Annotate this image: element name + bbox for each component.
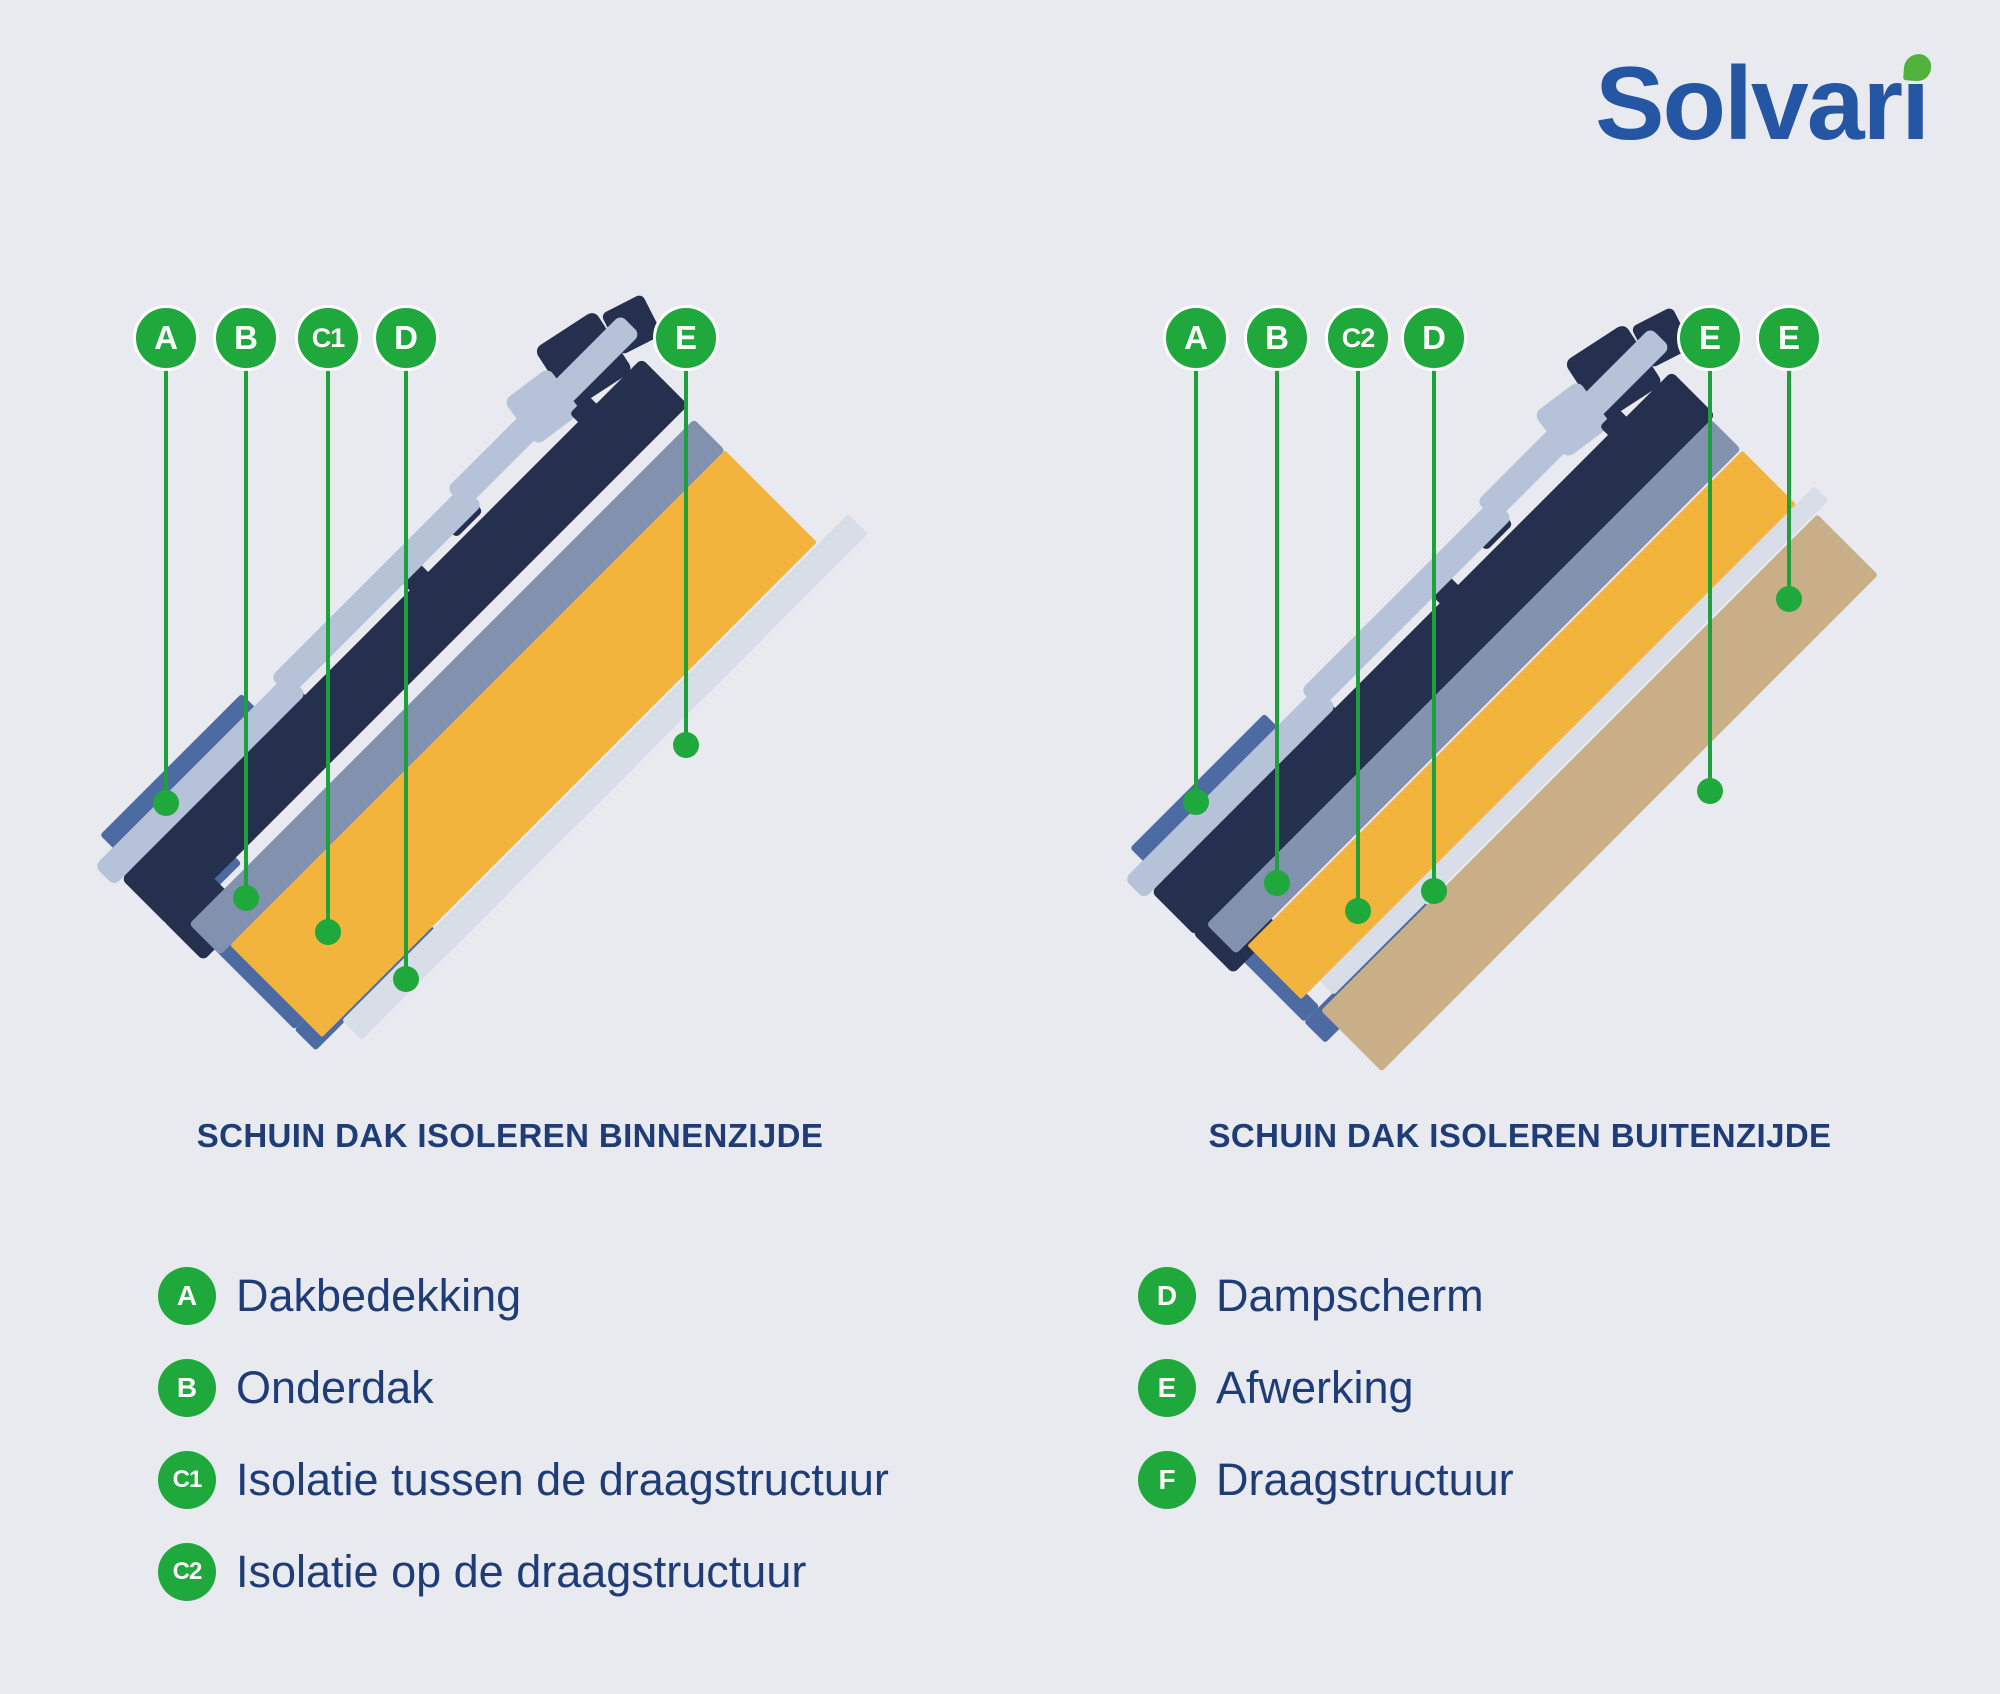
legend-item-b: B Onderdak [158,1359,434,1417]
marker-badge-a: A [133,305,199,371]
leader-line [1787,365,1791,599]
legend-badge-a: A [158,1267,216,1325]
legend-label-c1: Isolatie tussen de draagstructuur [236,1454,889,1505]
legend-badge-f: F [1138,1451,1196,1509]
leader-line [1432,365,1436,891]
leader-line [1708,365,1712,791]
marker-badge-b: B [1244,305,1310,371]
legend-badge-c1: C1 [158,1451,216,1509]
legend-item-c1: C1 Isolatie tussen de draagstructuur [158,1451,889,1509]
logo-text: Solvar [1595,46,1903,162]
marker-dot [315,919,341,945]
solvari-logo: Solvarı [1595,52,1932,156]
marker-badge-e: E [1677,305,1743,371]
marker-badge-d: D [373,305,439,371]
marker-dot [1264,870,1290,896]
marker-badge-c1: C1 [295,305,361,371]
marker-badge-c2: C2 [1325,305,1391,371]
legend-badge-e: E [1138,1359,1196,1417]
marker-dot [673,732,699,758]
marker-badge-d: D [1401,305,1467,371]
marker-dot [393,966,419,992]
marker-dot [1345,898,1371,924]
legend-label-e: Afwerking [1216,1362,1414,1413]
leader-line [1356,365,1360,911]
legend-label-c2: Isolatie op de draagstructuur [236,1546,807,1597]
leader-line [244,365,248,898]
marker-badge-e: E [1756,305,1822,371]
leader-line [164,365,168,803]
marker-dot [1697,778,1723,804]
marker-dot [233,885,259,911]
legend-label-d: Dampscherm [1216,1270,1484,1321]
leader-line [1194,365,1198,802]
legend-badge-b: B [158,1359,216,1417]
legend-item-c2: C2 Isolatie op de draagstructuur [158,1543,806,1601]
legend-badge-c2: C2 [158,1543,216,1601]
leader-line [1275,365,1279,883]
legend-label-b: Onderdak [236,1362,434,1413]
marker-badge-e: E [653,305,719,371]
leader-line [684,365,688,745]
legend-item-e: E Afwerking [1138,1359,1414,1417]
marker-badge-a: A [1163,305,1229,371]
marker-dot [1183,789,1209,815]
legend-item-f: F Draagstructuur [1138,1451,1514,1509]
marker-dot [1776,586,1802,612]
caption-inside: SCHUIN DAK ISOLEREN BINNENZIJDE [196,1117,824,1154]
legend-label-f: Draagstructuur [1216,1454,1514,1505]
caption-outside: SCHUIN DAK ISOLEREN BUITENZIJDE [1208,1117,1832,1154]
marker-dot [1421,878,1447,904]
legend-label-a: Dakbedekking [236,1270,522,1321]
leader-line [404,365,408,979]
marker-dot [153,790,179,816]
legend-item-d: D Dampscherm [1138,1267,1484,1325]
leader-line [326,365,330,932]
legend-item-a: A Dakbedekking [158,1267,521,1325]
legend-badge-d: D [1138,1267,1196,1325]
marker-badge-b: B [213,305,279,371]
